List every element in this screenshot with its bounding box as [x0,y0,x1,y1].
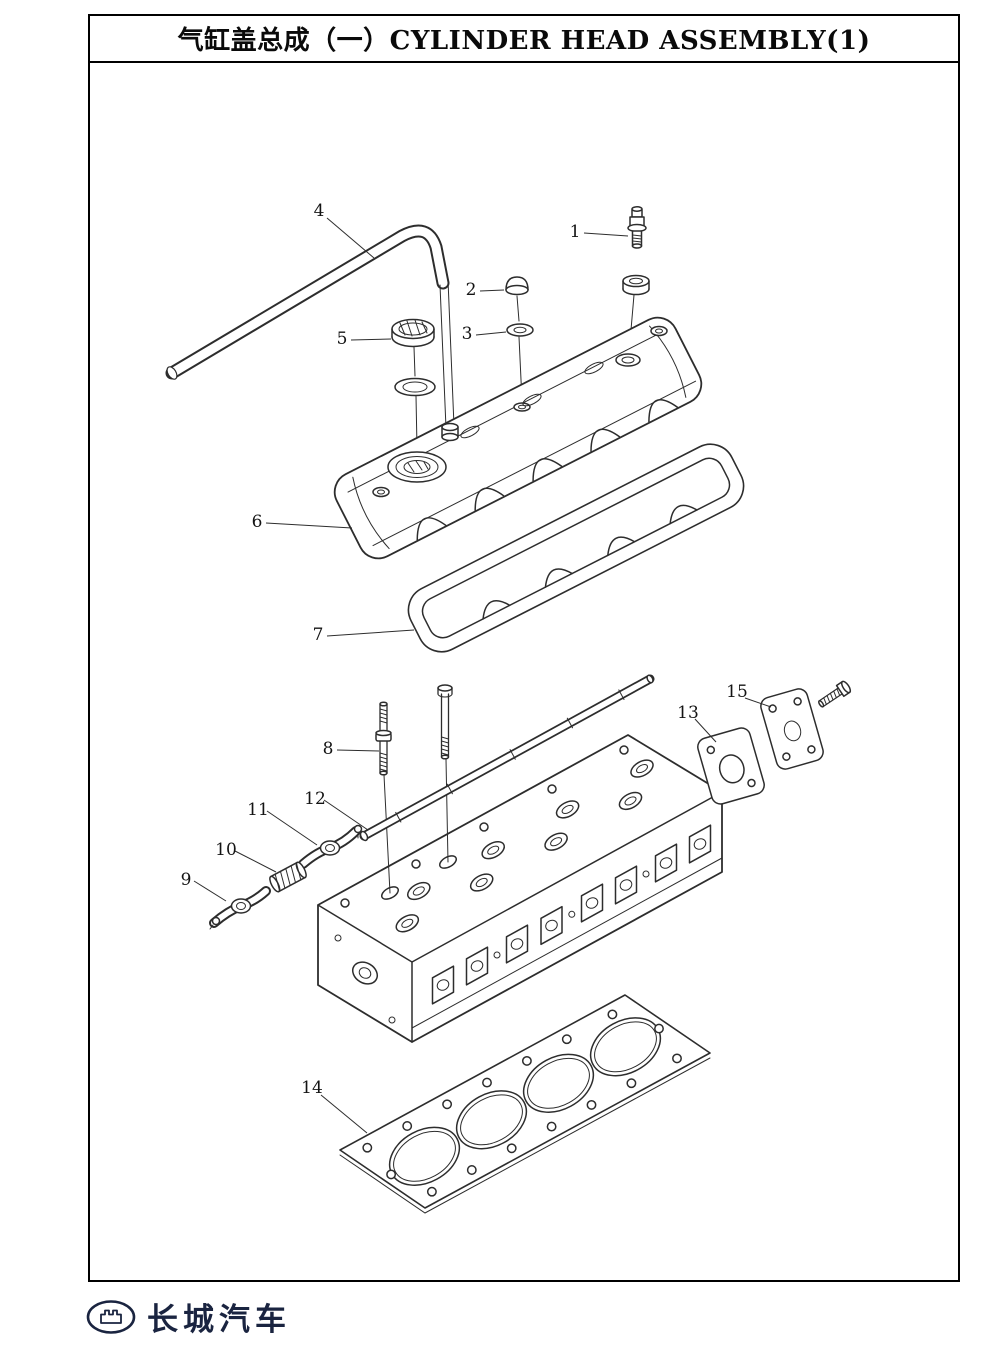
part-rocker-arm-upper [298,824,363,869]
stud-alignment-lines [383,758,449,894]
part-spring [269,861,307,893]
part-cap [505,276,529,322]
brand-footer: 长城汽车 [84,1294,291,1339]
leader-lines [193,217,772,1134]
callout-10-label: 10 [215,840,237,860]
great-wall-logo-icon [86,1299,136,1334]
part-cover-plate [760,688,824,770]
callout-4-label: 4 [314,201,325,221]
callout-2-label: 2 [466,280,477,300]
callout-6-label: 6 [252,512,263,532]
callout-11-label: 11 [247,800,269,820]
part-gasket-plate [697,727,765,805]
callout-9-label: 9 [181,870,192,890]
part-valve-cover [333,316,703,560]
callout-labels: 1 2 3 4 5 6 7 8 9 10 11 12 13 14 15 [181,201,748,1098]
callout-5-label: 5 [337,329,348,349]
callout-1-label: 1 [570,222,581,242]
callout-7-label: 7 [313,625,324,645]
part-pcv-valve [622,206,650,354]
part-rocker-shaft [359,674,655,842]
callout-15-label: 15 [726,682,748,702]
callout-3-label: 3 [462,324,473,344]
part-breather-pipe [165,224,455,429]
part-oil-filler-cap [391,318,435,377]
cylinder-head-body [317,734,723,1043]
part-flange-bolt [818,680,852,708]
part-rocker-arm-lower [209,886,271,930]
part-studs [375,684,453,776]
callout-13-label: 13 [677,703,699,723]
brand-name: 长城汽车 [147,1302,291,1338]
callout-8-label: 8 [323,739,334,759]
part-head-gasket [339,994,711,1214]
callout-12-label: 12 [304,789,326,809]
part-cover-gasket [407,443,745,653]
part-filler-gasket [394,377,436,449]
callout-14-label: 14 [301,1078,323,1098]
